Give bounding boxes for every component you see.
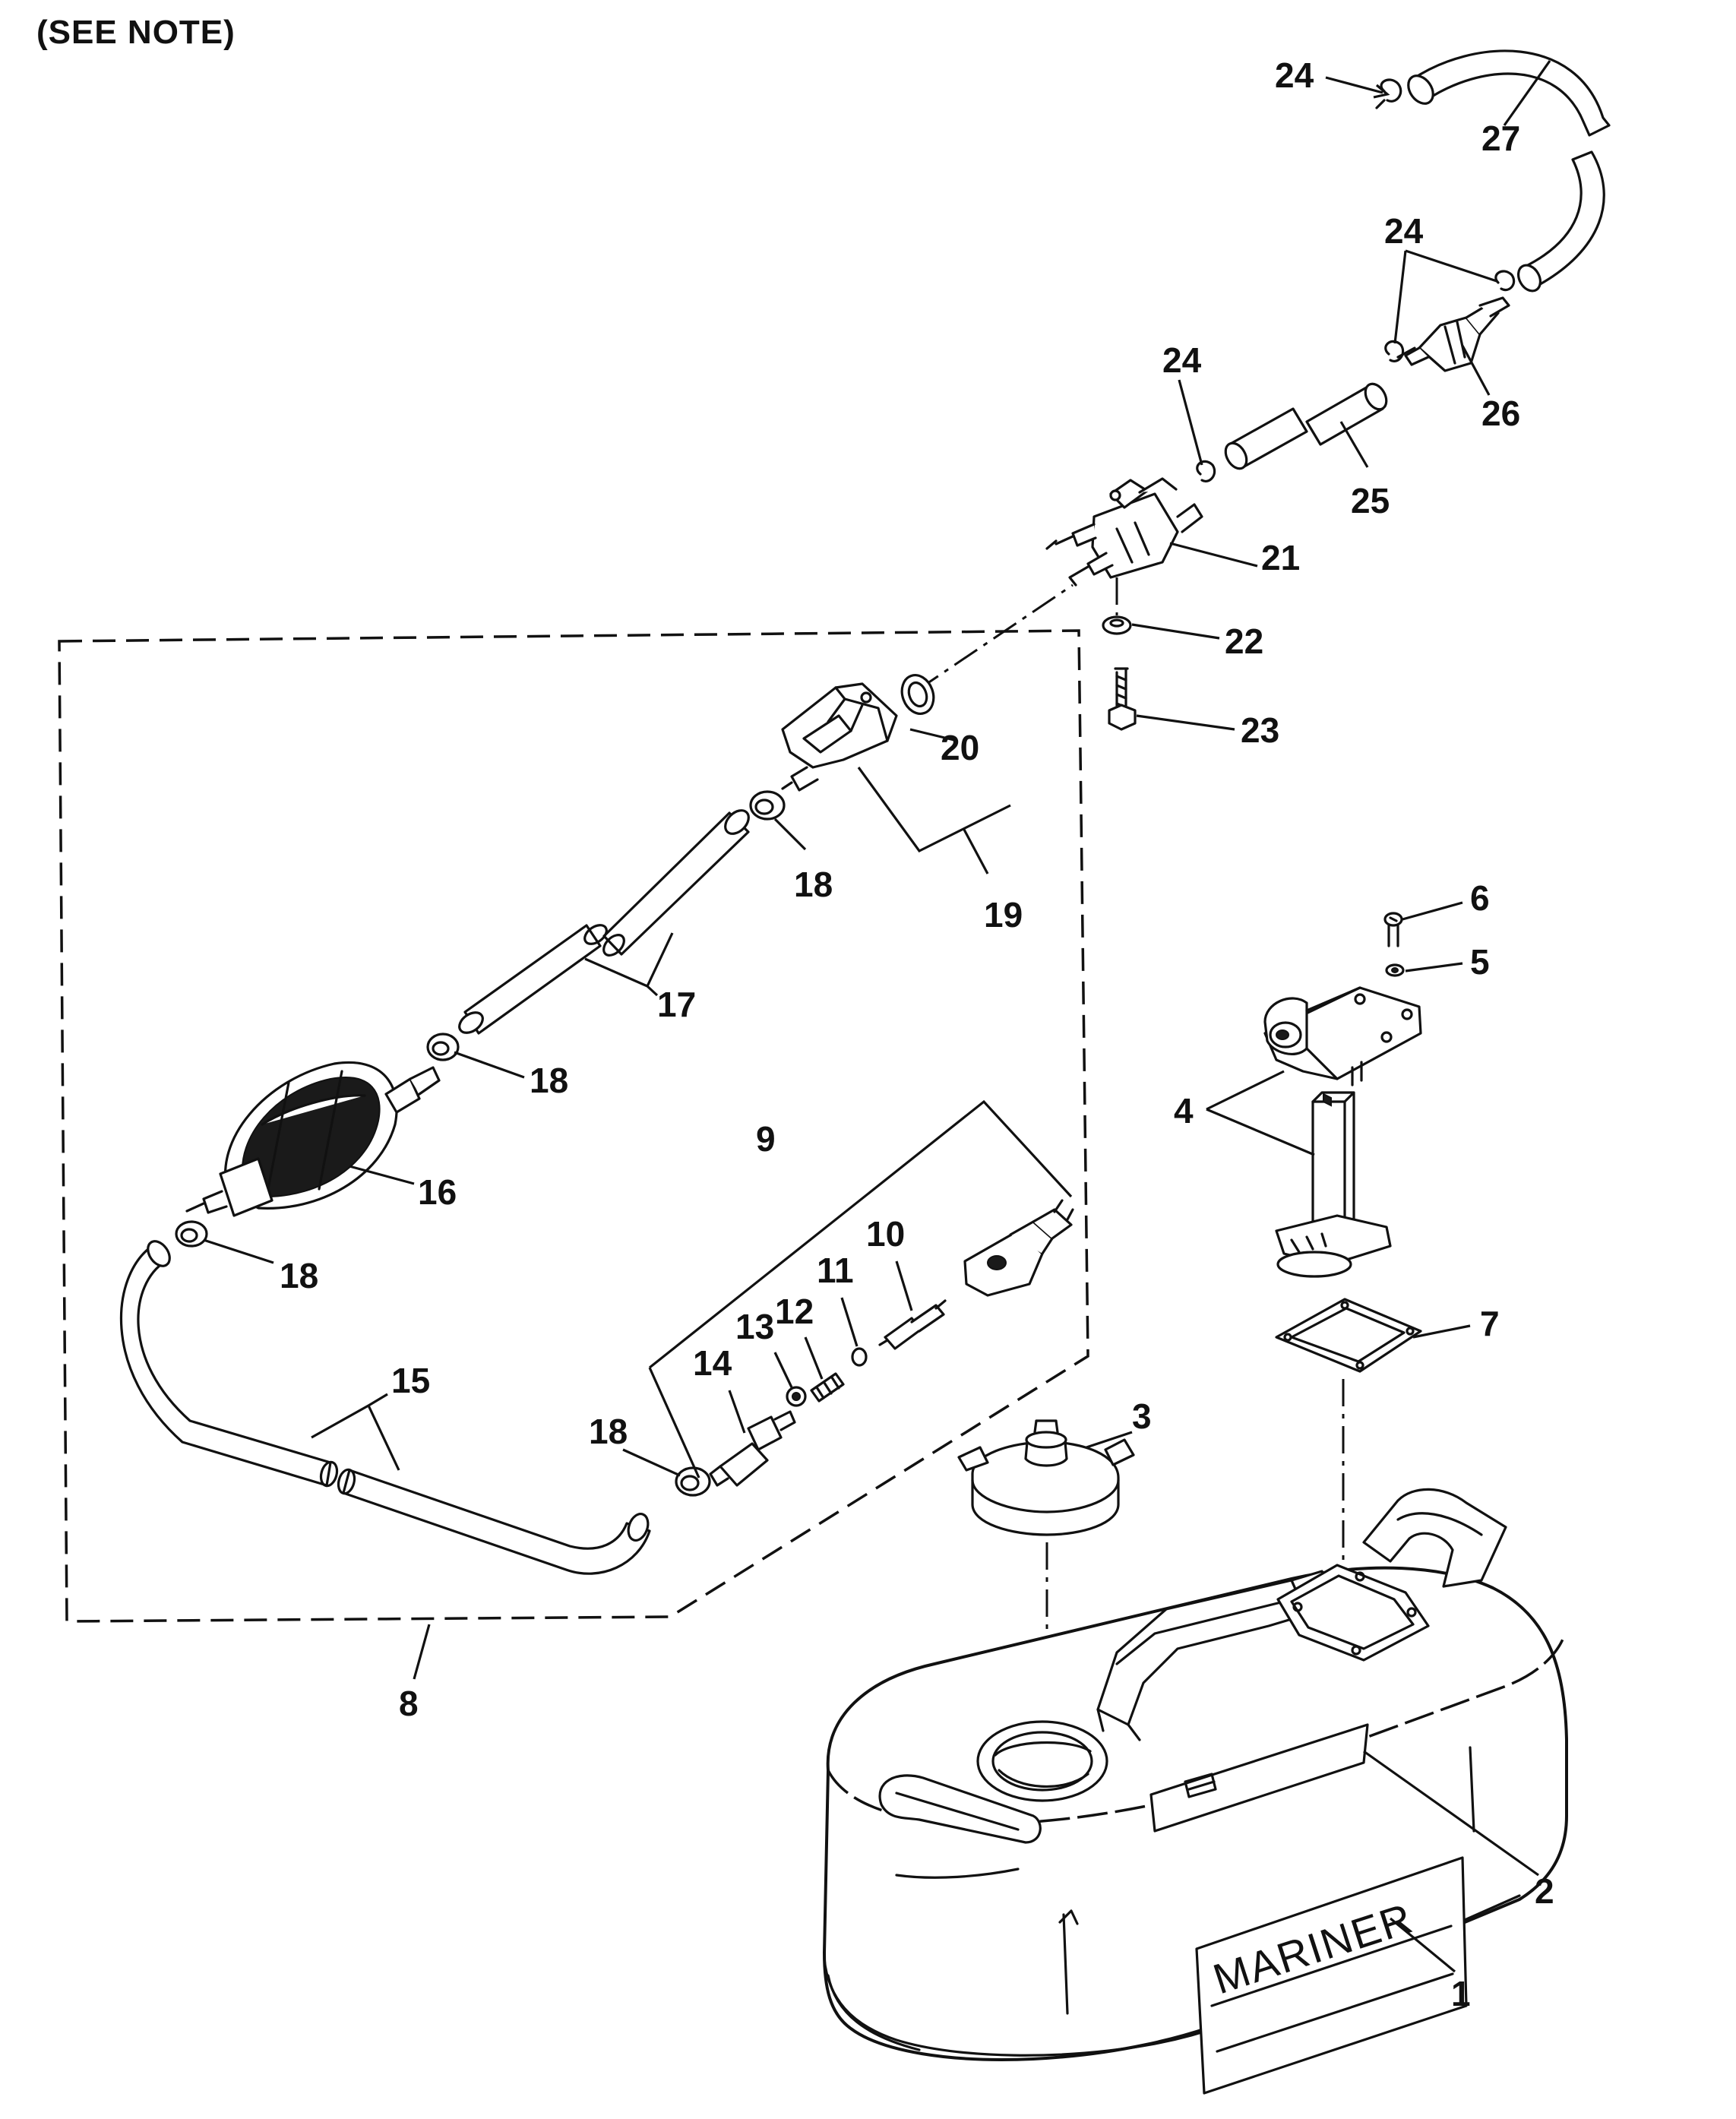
fuel-line-assembly-boundary bbox=[58, 629, 1089, 1623]
fitting-18-middle bbox=[426, 1033, 460, 1061]
callout-4: 4 bbox=[1174, 1091, 1194, 1131]
callout-9: 9 bbox=[756, 1119, 776, 1159]
callout-13: 13 bbox=[735, 1307, 774, 1346]
callout-3: 3 bbox=[1132, 1396, 1152, 1436]
callout-14: 14 bbox=[693, 1343, 732, 1383]
callout-11: 11 bbox=[817, 1251, 854, 1290]
o-ring-11 bbox=[851, 1347, 868, 1367]
tank-connector-26 bbox=[1396, 296, 1510, 372]
o-ring-20 bbox=[900, 674, 935, 715]
callout-19: 19 bbox=[984, 895, 1023, 935]
fuel-pickup-4 bbox=[1263, 986, 1422, 1278]
callout-12: 12 bbox=[775, 1292, 814, 1331]
callout-24-middle: 24 bbox=[1162, 340, 1202, 380]
check-ball-13 bbox=[786, 1386, 807, 1407]
washer-5 bbox=[1385, 963, 1405, 977]
callout-25: 25 bbox=[1351, 481, 1390, 520]
callout-6: 6 bbox=[1470, 878, 1490, 918]
hose-25 bbox=[1224, 382, 1388, 470]
connector-centerline bbox=[915, 584, 1074, 693]
fuel-tank-1: MARINER bbox=[823, 1488, 1568, 2095]
hose-clamp-24-middle bbox=[1196, 460, 1216, 482]
hose-15 bbox=[119, 1240, 651, 1575]
callout-18-lower: 18 bbox=[589, 1412, 628, 1451]
callout-20: 20 bbox=[941, 728, 979, 767]
callout-16: 16 bbox=[418, 1172, 457, 1212]
fuel-connector-9 bbox=[963, 1199, 1074, 1297]
callout-26: 26 bbox=[1481, 394, 1520, 433]
callout-18-left: 18 bbox=[280, 1256, 318, 1295]
callout-5: 5 bbox=[1470, 942, 1490, 982]
callout-24-top: 24 bbox=[1275, 55, 1314, 95]
callout-23: 23 bbox=[1241, 710, 1279, 750]
gasket-7 bbox=[1275, 1298, 1422, 1373]
hose-17 bbox=[458, 809, 750, 1035]
hose-clamp-24-top bbox=[1375, 78, 1402, 109]
primer-bulb-16 bbox=[185, 1061, 441, 1217]
callout-22: 22 bbox=[1225, 621, 1263, 661]
callout-1: 1 bbox=[1451, 1974, 1471, 2013]
callout-21: 21 bbox=[1261, 538, 1300, 577]
spring-12 bbox=[810, 1372, 845, 1403]
callout-24-right: 24 bbox=[1384, 211, 1424, 251]
callout-27: 27 bbox=[1481, 119, 1520, 158]
callout-labels: 24 27 24 24 26 25 21 22 23 20 19 18 17 1… bbox=[280, 55, 1554, 2013]
screw-6 bbox=[1383, 912, 1403, 947]
fitting-14 bbox=[709, 1410, 796, 1487]
fitting-18-lower bbox=[675, 1466, 711, 1497]
fuel-connector-19 bbox=[781, 682, 898, 792]
fuel-cap-3 bbox=[957, 1419, 1135, 1536]
fitting-18-left bbox=[175, 1220, 208, 1248]
hose-clamp-24-right bbox=[1384, 270, 1516, 362]
fuel-pump-21 bbox=[1045, 477, 1203, 587]
hose-27 bbox=[1407, 49, 1611, 293]
callout-8: 8 bbox=[399, 1684, 419, 1723]
see-note-label: (SEE NOTE) bbox=[36, 14, 236, 51]
callout-18-middle: 18 bbox=[530, 1061, 568, 1100]
nut-22 bbox=[1102, 615, 1132, 635]
callout-7: 7 bbox=[1480, 1304, 1500, 1343]
bolt-23 bbox=[1108, 667, 1137, 731]
fitting-18-upper bbox=[749, 790, 786, 821]
callout-2: 2 bbox=[1535, 1871, 1554, 1911]
valve-10 bbox=[878, 1299, 947, 1350]
callout-17: 17 bbox=[657, 985, 696, 1024]
callout-15: 15 bbox=[391, 1361, 430, 1400]
leader-lines bbox=[203, 60, 1551, 1973]
callout-10: 10 bbox=[866, 1214, 905, 1254]
callout-18-upper: 18 bbox=[794, 865, 833, 904]
